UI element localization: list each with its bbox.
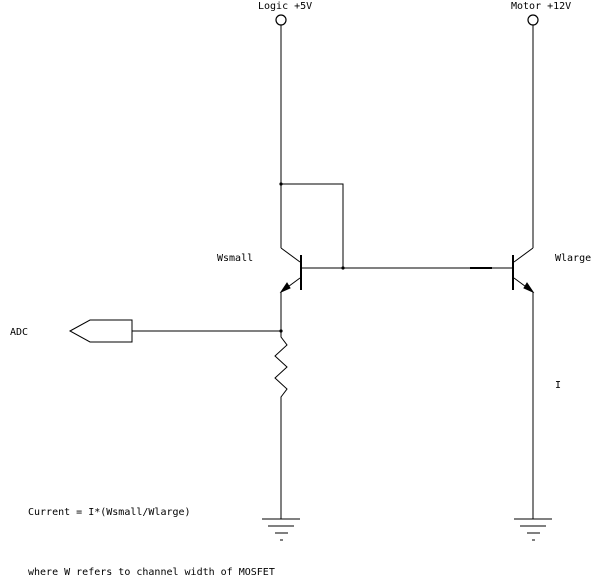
mosfet-note-text: where W refers to channel width of MOSFE… (28, 567, 275, 578)
base-connection-wire (301, 266, 513, 270)
left-ground-icon (262, 518, 300, 541)
right-ground-icon (514, 518, 552, 541)
left-branch-wiring (279, 25, 344, 268)
transistor-large-icon (512, 25, 535, 294)
adc-port-icon (68, 319, 133, 343)
motor-supply-label: Motor +12V (511, 1, 571, 12)
transistor-small-label: Wsmall (217, 253, 253, 264)
current-formula-text: Current = I*(Wsmall/Wlarge) (28, 507, 191, 518)
motor-supply-terminal-icon (527, 14, 539, 26)
base-junction (341, 266, 345, 270)
transistor-large-label: Wlarge (555, 253, 591, 264)
transistor-small-icon (279, 247, 302, 294)
logic-supply-terminal-icon (275, 14, 287, 26)
adc-label: ADC (10, 327, 28, 338)
resistor-icon (274, 331, 288, 410)
current-label: I (555, 380, 561, 391)
logic-supply-label: Logic +5V (258, 1, 312, 12)
collector-junction (279, 182, 283, 186)
